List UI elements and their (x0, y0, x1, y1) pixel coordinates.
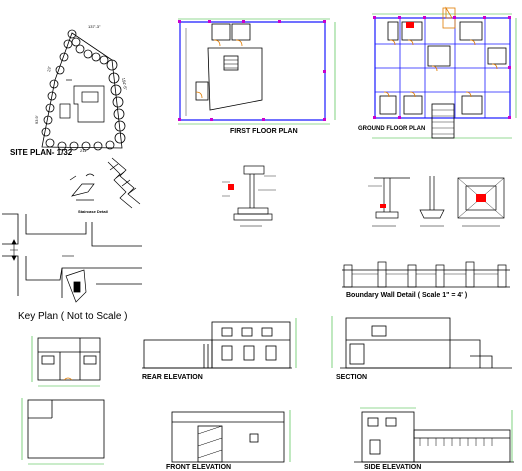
section-title: SECTION (336, 374, 368, 381)
side-elevation-title: SIDE ELEVATION (364, 464, 422, 471)
site-plan-title: SITE PLAN- 1/32 (10, 148, 73, 157)
site-plan-trees (41, 29, 126, 151)
key-plan-title: Key Plan ( Not to Scale ) (18, 311, 128, 322)
svg-text:23': 23' (46, 66, 52, 72)
ground-floor-plan-title: GROUND FLOOR PLAN (358, 126, 426, 132)
column-footing-plan (457, 177, 505, 227)
boundary-wall-detail-title: Boundary Wall Detail ( Scale 1" = 4' ) (346, 292, 468, 299)
svg-text:211': 211' (80, 148, 87, 153)
first-floor-plan-title: FIRST FLOOR PLAN (230, 128, 298, 135)
rear-elevation (142, 318, 297, 369)
site-plan: 137'-3" 23' 154'-5" 93.9' 211' (34, 24, 128, 153)
first-floor-plan (178, 18, 336, 125)
toilet-block-plan (31, 336, 101, 387)
rear-elevation-title: REAR ELEVATION (142, 374, 203, 381)
front-elevation (171, 410, 291, 463)
side-elevation (354, 407, 514, 463)
foundation-detail-1 (222, 165, 276, 227)
svg-text:154'-5": 154'-5" (121, 77, 128, 91)
ground-floor-plan (372, 6, 517, 139)
key-plan (2, 213, 142, 303)
store-room-plan (21, 398, 105, 465)
section-drawing (331, 316, 512, 369)
boundary-wall-detail (342, 261, 510, 288)
front-elevation-title: FRONT ELEVATION (166, 464, 232, 471)
staircase-detail-title: Staircase Detail (78, 209, 108, 214)
svg-text:93.9': 93.9' (34, 115, 39, 124)
foundation-detail-2 (368, 176, 445, 227)
staircase-detail (69, 157, 141, 209)
site-plan-building (59, 79, 105, 123)
svg-text:137'-3": 137'-3" (88, 24, 101, 29)
